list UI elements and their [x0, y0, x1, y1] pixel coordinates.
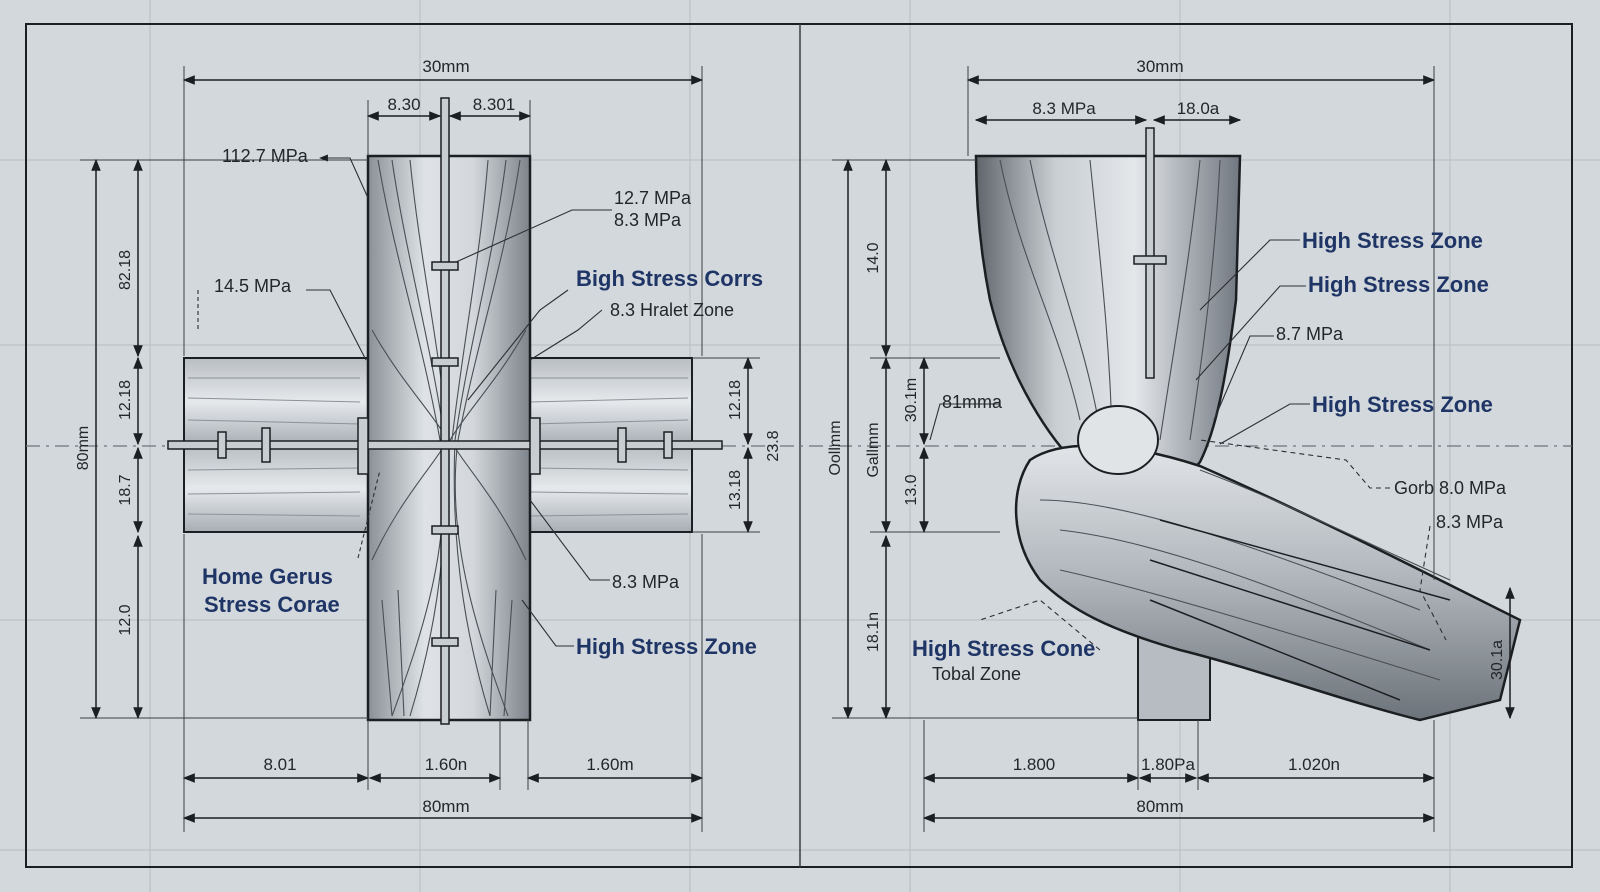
- left-callout-top-left: 112.7 MPa: [222, 146, 309, 166]
- right-center-rod: [1145, 127, 1155, 379]
- right-top-right-dim: 18.0a: [1177, 99, 1220, 118]
- right-v-outer-dim: Oollmm: [827, 420, 844, 475]
- left-zone-lower-left-2: Stress Corae: [204, 592, 340, 617]
- right-shin: [1014, 444, 1522, 722]
- left-cross-rod: [167, 440, 723, 450]
- left-top-right-dim: 8.301: [473, 95, 516, 114]
- right-labels: 30mm 8.3 MPa 18.0a High Stress Zone High…: [827, 57, 1507, 816]
- right-top-overall-dim: 30mm: [1136, 57, 1183, 76]
- left-v-right-1-dim: 12.18: [727, 380, 744, 420]
- left-labels: 30mm 8.30 8.301 112.7 MPa 12.7 MPa 8.3 M…: [75, 57, 782, 816]
- right-v-inner-2-dim: Gallmm: [865, 422, 882, 477]
- right-leaders: [929, 239, 1447, 651]
- right-dimensions: [832, 66, 1515, 832]
- left-v-inner-3-dim: 18.7: [117, 474, 134, 505]
- left-v-outer-dim: 80mm: [75, 426, 92, 470]
- left-callout-mid-left: 14.5 MPa: [214, 276, 292, 296]
- left-joint-drawing: [167, 97, 723, 725]
- left-dimensions: [80, 66, 760, 832]
- left-top-left-dim: 8.30: [387, 95, 420, 114]
- right-v-inner-1-dim: 14.0: [865, 242, 882, 273]
- left-leaders: [197, 154, 612, 647]
- right-v-mid-1-dim: 30.1m: [903, 378, 920, 422]
- right-callout-2: Gorb 8.0 MPa: [1394, 478, 1507, 498]
- left-center-rod: [440, 97, 450, 725]
- left-zone-lower-left-1: Home Gerus: [202, 564, 333, 589]
- left-zone-lower-right: High Stress Zone: [576, 634, 757, 659]
- left-bottom-1-dim: 8.01: [263, 755, 296, 774]
- right-bottom-2-dim: 1.80Pa: [1141, 755, 1195, 774]
- left-bottom-overall-dim: 80mm: [422, 797, 469, 816]
- right-knee-drawing: [974, 127, 1522, 722]
- left-top-overall-dim: 30mm: [422, 57, 469, 76]
- left-zone-upper-2: 8.3 Hralet Zone: [610, 300, 734, 320]
- right-bottom-overall-dim: 80mm: [1136, 797, 1183, 816]
- right-bottom-3-dim: 1.020n: [1288, 755, 1340, 774]
- left-v-right-3-dim: 13.18: [727, 470, 744, 510]
- right-zone-1: High Stress Zone: [1302, 228, 1483, 253]
- right-v-inner-4-dim: 18.1n: [865, 612, 882, 652]
- left-v-inner-2-dim: 12.18: [117, 380, 134, 420]
- left-v-inner-1-dim: 82.18: [117, 250, 134, 290]
- left-bottom-3-dim: 1.60m: [586, 755, 633, 774]
- right-top-left-dim: 8.3 MPa: [1032, 99, 1096, 118]
- left-callout-pair-2: 8.3 MPa: [614, 210, 682, 230]
- right-callout-3: 8.3 MPa: [1436, 512, 1504, 532]
- right-zone-bottom-1: High Stress Cone: [912, 636, 1095, 661]
- right-zone-3: High Stress Zone: [1312, 392, 1493, 417]
- right-bottom-1-dim: 1.800: [1013, 755, 1056, 774]
- left-v-inner-4-dim: 12.0: [117, 604, 134, 635]
- left-callout-pair-1: 12.7 MPa: [614, 188, 692, 208]
- right-callout-mid-left: 81mma: [942, 392, 1003, 412]
- right-zone-2: High Stress Zone: [1308, 272, 1489, 297]
- right-callout-1: 8.7 MPa: [1276, 324, 1344, 344]
- right-zone-bottom-2: Tobal Zone: [932, 664, 1021, 684]
- right-kneecap: [1077, 405, 1159, 475]
- left-callout-lower-right: 8.3 MPa: [612, 572, 680, 592]
- left-v-right-2-dim: 23.8: [765, 430, 782, 461]
- right-v-right-dim: 30.1a: [1489, 640, 1506, 680]
- left-bottom-2-dim: 1.60n: [425, 755, 468, 774]
- left-zone-upper-1: Bigh Stress Corrs: [576, 266, 763, 291]
- right-v-inner-3-dim: 13.0: [903, 474, 920, 505]
